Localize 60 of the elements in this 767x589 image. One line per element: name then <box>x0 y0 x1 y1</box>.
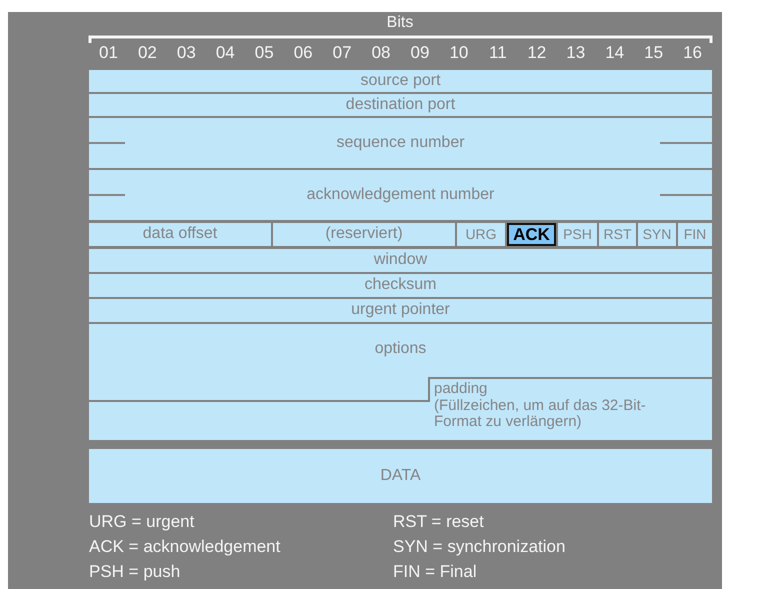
bit-number: 10 <box>448 43 470 63</box>
flag-field <box>638 223 676 246</box>
header-field <box>89 449 712 503</box>
field-label: sequence number <box>336 134 465 152</box>
bit-number: 13 <box>565 43 586 63</box>
header-field <box>89 170 712 220</box>
bit-number: 16 <box>682 43 703 63</box>
header-field <box>89 94 712 116</box>
header-field <box>89 70 712 92</box>
highlighted-flag-field <box>507 223 556 246</box>
bit-number: 05 <box>254 43 275 63</box>
bit-number: 01 <box>98 43 119 63</box>
header-field <box>89 379 712 440</box>
bit-number: 15 <box>643 43 664 63</box>
header-field <box>89 249 712 272</box>
header-field <box>89 324 712 400</box>
field-note: (Füllzeichen, um auf das 32-Bit-Format zu verlängern) <box>434 398 647 430</box>
abbreviation-key: URG = urgent <box>89 512 194 532</box>
field-label: data offset <box>142 226 218 243</box>
bit-number: 08 <box>370 43 392 63</box>
abbreviation-key: FIN = Final <box>393 562 477 582</box>
abbreviation-key: ACK = acknowledgement <box>89 537 280 557</box>
field-label: RST <box>604 227 632 242</box>
field-label: ACK <box>513 226 550 244</box>
bit-number: 04 <box>214 43 236 63</box>
field-label: options <box>374 341 428 358</box>
bit-number: 02 <box>136 43 158 63</box>
bit-number: 09 <box>410 43 430 63</box>
field-label: destination port <box>346 96 456 114</box>
field-label: urgent pointer <box>351 302 450 319</box>
field-label: PSH <box>563 227 592 242</box>
flag-field <box>457 223 505 246</box>
header-field <box>273 223 455 246</box>
field-label: URG <box>465 227 497 242</box>
field-label: FIN <box>684 227 706 242</box>
flag-field <box>599 223 636 246</box>
flag-field <box>558 223 597 246</box>
bit-number: 03 <box>176 43 197 63</box>
field-label: source port <box>360 72 441 90</box>
field-label: (reserviert) <box>325 226 403 243</box>
field-label: acknowledgement number <box>306 186 494 204</box>
abbreviation-key: SYN = synchronization <box>393 537 566 557</box>
header-field <box>89 118 712 168</box>
bit-number: 14 <box>604 43 626 63</box>
field-label: padding <box>434 381 488 397</box>
bit-number: 11 <box>488 43 508 63</box>
abbreviation-key: PSH = push <box>89 562 180 582</box>
header-field <box>89 299 712 322</box>
flag-field <box>678 223 712 246</box>
field-label: checksum <box>364 277 437 294</box>
bit-number: 12 <box>526 43 548 63</box>
bit-number: 07 <box>332 43 353 63</box>
abbreviation-key: RST = reset <box>393 512 484 532</box>
field-label: SYN <box>642 227 672 242</box>
axis-title: Bits <box>386 14 414 32</box>
field-label: window <box>374 252 428 269</box>
bit-number: 06 <box>292 43 314 63</box>
field-label: DATA <box>380 468 421 484</box>
header-field <box>89 223 271 246</box>
header-field <box>89 274 712 297</box>
